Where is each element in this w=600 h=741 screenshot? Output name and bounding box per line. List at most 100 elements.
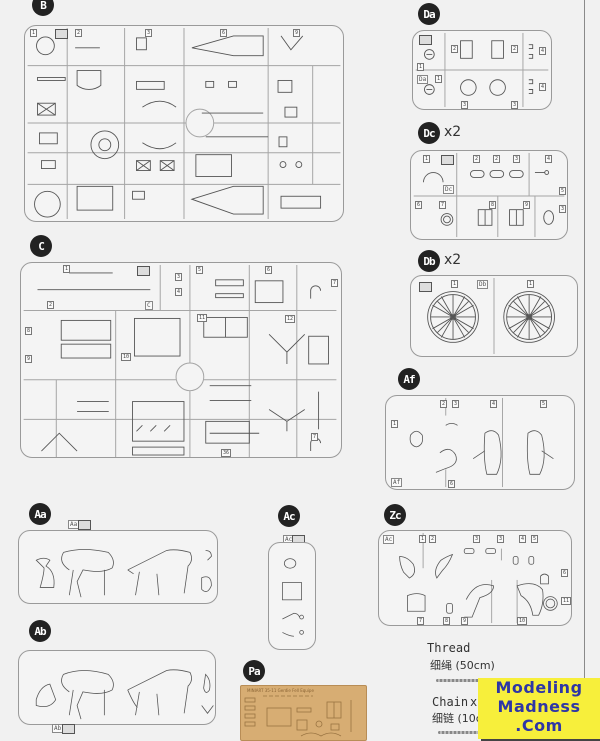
part-number: 7 xyxy=(331,279,339,287)
part-number: 2 xyxy=(511,45,519,53)
part-number: 1 xyxy=(391,420,399,428)
sprue-db-multiplier: x2 xyxy=(444,252,462,268)
sprue-db: 1 Db 1 xyxy=(410,275,578,357)
sprue-aa-drawing xyxy=(35,549,212,598)
part-number: 10 xyxy=(121,353,132,361)
sprue-b: 1 2 3 6 9 xyxy=(24,25,344,222)
watermark-line: Madness xyxy=(497,697,581,716)
part-number: 4 xyxy=(175,288,183,296)
figure-parts xyxy=(399,548,558,618)
part-number: 2 xyxy=(493,155,501,163)
part-number: 1 xyxy=(435,75,443,83)
sprue-ab-badge: Ab xyxy=(29,620,51,642)
part-number: 4 xyxy=(539,47,547,55)
chain-label: Chain xyxy=(432,695,469,709)
part-number: 5 xyxy=(531,535,539,543)
part-number: 2 xyxy=(451,45,459,53)
horse-parts xyxy=(35,669,214,720)
part-number: 1 xyxy=(451,280,459,288)
part-number: 6 xyxy=(220,29,228,37)
part-number: 3 xyxy=(461,101,469,109)
miniart-logo-tab xyxy=(78,520,91,530)
part-number: 2 xyxy=(429,535,437,543)
part-number: 5 xyxy=(196,266,204,274)
part-number: 8 xyxy=(443,617,451,625)
part-number: 4 xyxy=(539,83,547,91)
miniart-logo-tab xyxy=(62,724,75,734)
sprue-zc-badge: Zc xyxy=(384,504,406,526)
miniart-logo-tab xyxy=(419,35,432,45)
sprue-ac-drawing xyxy=(282,558,304,637)
sprue-c: 1 2 C 3 4 5 6 7 8 9 10 11 12 13 36 7 xyxy=(20,262,342,458)
part-number: 6 xyxy=(448,480,456,488)
thread-label: Thread xyxy=(427,641,471,655)
sprue-dc: 1 Dc 2 2 3 4 5 6 7 8 9 3 xyxy=(410,150,568,240)
sprue-b-badge: B xyxy=(32,0,54,16)
part-number: 7 xyxy=(417,617,425,625)
sprue-ab xyxy=(18,650,216,725)
sprue-da-drawing xyxy=(415,32,549,108)
sprue-id-tag: Db xyxy=(477,280,489,289)
watermark-line: Modeling xyxy=(495,678,583,697)
part-number: 5 xyxy=(559,187,567,195)
part-number: 1 xyxy=(30,29,38,37)
miniart-logo-tab xyxy=(137,266,150,276)
part-number: 1 xyxy=(63,265,71,273)
sprue-af-drawing xyxy=(409,397,554,488)
part-number: 6 xyxy=(265,266,273,274)
part-number: 3 xyxy=(559,205,567,213)
part-number: 6 xyxy=(415,201,423,209)
figure-parts xyxy=(409,423,554,475)
part-number: 1 xyxy=(419,535,427,543)
sprue-db-drawing xyxy=(427,277,555,355)
sprue-db-badge: Db xyxy=(418,250,440,272)
part-number: 9 xyxy=(293,29,301,37)
miniart-logo-tab xyxy=(441,155,454,165)
thread-sample xyxy=(436,679,506,682)
part-number: 8 xyxy=(489,201,497,209)
sprue-da: 1 2 2 4 Da 1 3 3 4 xyxy=(412,30,552,110)
part-number: 7 xyxy=(311,433,319,441)
sprue-b-drawing xyxy=(27,27,341,220)
part-number: 3 xyxy=(513,155,521,163)
part-number: 3 xyxy=(452,400,460,408)
part-number: 1 xyxy=(417,63,425,71)
part-number: 7 xyxy=(439,201,447,209)
sprue-ab-drawing xyxy=(35,669,214,720)
sprue-id-tag: Dc xyxy=(443,185,455,194)
sprue-ac-badge: Ac xyxy=(278,505,300,527)
sprue-c-drawing xyxy=(23,264,337,457)
sprue-ac xyxy=(268,542,316,650)
part-number: 4 xyxy=(490,400,498,408)
sprue-dc-multiplier: x2 xyxy=(444,124,462,140)
chain-sample xyxy=(438,731,498,734)
watermark-modeling-madness: Modeling Madness .Com xyxy=(478,678,600,739)
part-number: 12 xyxy=(285,315,296,323)
watermark-line: .Com xyxy=(515,716,563,735)
part-number: 3 xyxy=(145,29,153,37)
thread-length-label: 细绳 (50cm) xyxy=(430,659,495,672)
part-number: 2 xyxy=(473,155,481,163)
sprue-aa-badge: Aa xyxy=(29,503,51,525)
page-edge xyxy=(584,0,585,739)
photo-etch-parts xyxy=(244,695,352,737)
sprue-da-badge: Da xyxy=(418,3,440,25)
photo-etch-fret-title: MINIART 35-11 Gerdie Fell Equipe xyxy=(247,688,314,693)
sprue-id-tag: C xyxy=(145,301,153,310)
part-number: 3 xyxy=(175,273,183,281)
part-number: 3 xyxy=(497,535,505,543)
sprue-id-tag: Ac xyxy=(383,535,395,544)
wheel-drawings xyxy=(427,291,555,343)
part-number: 8 xyxy=(25,327,33,335)
part-number: 9 xyxy=(461,617,469,625)
part-number: 9 xyxy=(25,355,33,363)
part-number: 1 xyxy=(423,155,431,163)
part-number: 2 xyxy=(75,29,83,37)
part-number: 2 xyxy=(47,301,55,309)
part-number: 4 xyxy=(545,155,553,163)
part-number: 4 xyxy=(519,535,527,543)
sprue-af: 2 3 4 5 1 Af 6 xyxy=(385,395,575,490)
part-number: 10 xyxy=(517,617,528,625)
sprue-dc-drawing xyxy=(413,152,565,238)
sprue-c-badge: C xyxy=(30,235,52,257)
